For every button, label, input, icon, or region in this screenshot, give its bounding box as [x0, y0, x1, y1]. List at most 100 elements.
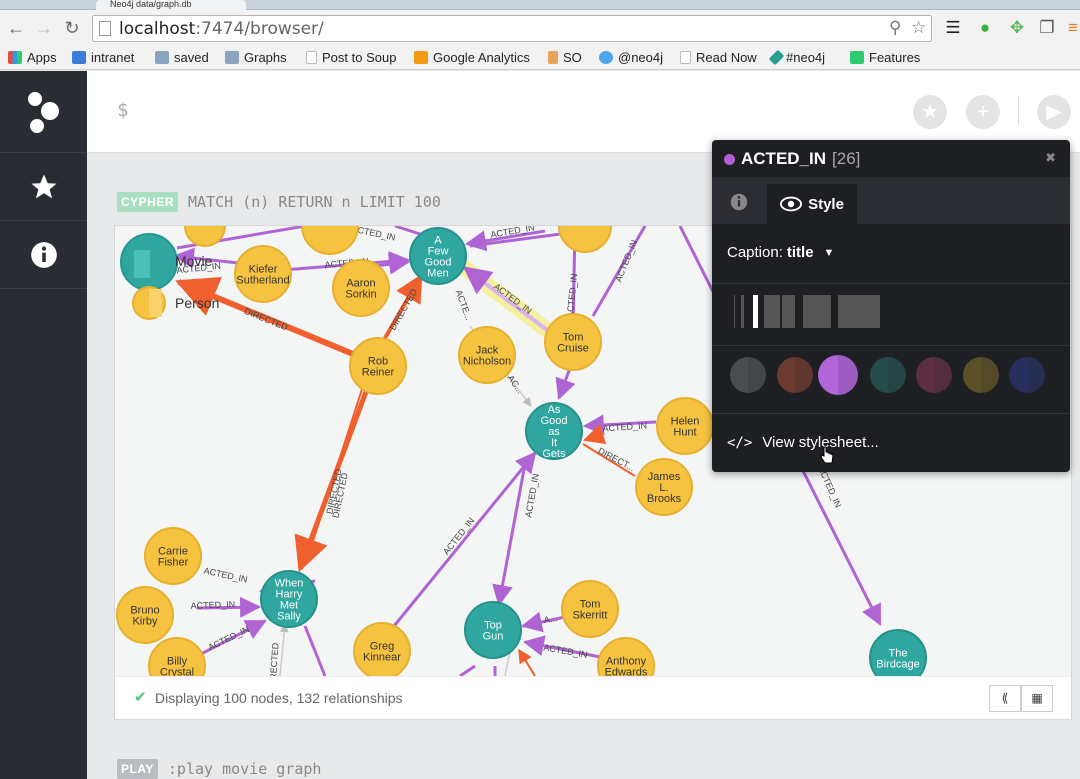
edge-other[interactable]	[279, 623, 289, 676]
node-circle[interactable]	[260, 570, 318, 628]
bookmark-apps[interactable]: Apps	[8, 50, 57, 65]
graph-view-button[interactable]: ⟪	[989, 685, 1021, 712]
graph-svg[interactable]: ACTED_IN ACTED_IN ACTED_IN ACTED_IN ACTE…	[115, 226, 1072, 676]
node-circle[interactable]	[116, 586, 174, 644]
view-stylesheet-link[interactable]: </> View stylesheet...	[727, 434, 879, 451]
edge-directed[interactable]	[383, 273, 423, 340]
node-circle[interactable]	[349, 337, 407, 395]
line-width-option[interactable]	[764, 295, 780, 328]
play-command[interactable]: :play movie graph	[167, 760, 322, 778]
node-circle[interactable]	[148, 637, 206, 676]
layers-extension-icon[interactable]: ☰	[945, 18, 961, 37]
node-circle[interactable]	[597, 637, 655, 676]
person-node[interactable]	[558, 226, 612, 253]
node-circle[interactable]	[544, 313, 602, 371]
edge-acted-in[interactable]	[388, 451, 537, 632]
edge-acted-in[interactable]	[522, 635, 606, 660]
forward-icon[interactable]: →	[35, 18, 53, 38]
edge-directed[interactable]	[304, 385, 364, 567]
caption-selector[interactable]: Caption: title ▼	[727, 244, 834, 261]
edge-acted-in[interactable]	[394, 226, 421, 236]
edge-acted-in[interactable]	[303, 625, 327, 676]
node-circle[interactable]	[869, 629, 927, 676]
color-swatch[interactable]	[1009, 357, 1045, 393]
bookmark-neo4j-twitter[interactable]: @neo4j	[599, 50, 663, 65]
edge-acted-in[interactable]	[492, 463, 527, 607]
edge-directed[interactable]	[518, 648, 536, 676]
favorite-button[interactable]: ★	[913, 95, 947, 129]
line-width-option[interactable]	[838, 295, 880, 328]
edge-acted-in[interactable]	[374, 253, 411, 275]
address-bar[interactable]: localhost:7474/browser/ ⚲ ☆	[92, 15, 932, 42]
color-swatch[interactable]	[818, 355, 858, 395]
color-swatch[interactable]	[962, 357, 999, 393]
bookmark-graphs[interactable]: Graphs	[225, 50, 287, 65]
node-circle[interactable]	[464, 601, 522, 659]
bookmark-read-now[interactable]: Read Now	[680, 50, 757, 65]
run-button[interactable]: ▶	[1037, 95, 1071, 129]
line-width-option[interactable]	[741, 295, 744, 328]
node-circle[interactable]	[561, 580, 619, 638]
person-node[interactable]	[184, 226, 226, 247]
bookmark-post-to-soup[interactable]: Post to Soup	[306, 50, 396, 65]
edge-acted-in[interactable]	[196, 596, 262, 618]
tab-style[interactable]: Style	[767, 184, 857, 224]
bookmark-so[interactable]: SO	[548, 50, 582, 65]
edge-other[interactable]	[504, 650, 511, 676]
color-swatch[interactable]	[869, 357, 906, 393]
edge-acted-in[interactable]	[591, 226, 647, 317]
line-width-option[interactable]	[734, 295, 735, 328]
tab-info[interactable]	[728, 191, 750, 213]
node-circle[interactable]	[234, 245, 292, 303]
edge-acted-in[interactable]	[196, 619, 267, 658]
edge-acted-in[interactable]	[520, 611, 571, 633]
sidebar-favorites[interactable]	[0, 153, 87, 221]
reload-icon[interactable]: ↻	[64, 18, 80, 38]
color-swatch[interactable]	[730, 357, 766, 393]
neo4j-logo[interactable]	[0, 71, 87, 153]
edge-directed[interactable]	[175, 277, 355, 357]
color-swatch[interactable]	[776, 357, 813, 393]
browser-tab[interactable]: Neo4j data/graph.db	[96, 0, 246, 10]
color-swatch[interactable]	[916, 357, 952, 393]
back-icon[interactable]: ←	[7, 18, 25, 38]
edge-acted-in[interactable]	[464, 229, 546, 252]
node-circle[interactable]	[353, 622, 411, 676]
edge-acted-in[interactable]	[459, 664, 476, 676]
menu-icon[interactable]: ≡	[1068, 18, 1078, 37]
person-node[interactable]	[301, 226, 359, 255]
close-icon[interactable]: ✖	[1045, 150, 1056, 165]
extension-icon[interactable]: ✥	[1009, 18, 1025, 37]
edge-directed[interactable]	[583, 424, 607, 444]
cypher-editor[interactable]: $ ★ + ▶	[87, 71, 1080, 153]
zoom-icon[interactable]: ⚲	[889, 18, 902, 37]
line-width-option[interactable]	[753, 295, 758, 328]
bookmark-google-analytics[interactable]: Google Analytics	[414, 50, 530, 65]
node-circle[interactable]	[144, 527, 202, 585]
bookmark-saved[interactable]: saved	[155, 50, 209, 65]
edge-acted-in[interactable]	[555, 367, 576, 400]
node-circle[interactable]	[635, 458, 693, 516]
line-width-option[interactable]	[782, 295, 795, 328]
node-circle[interactable]	[525, 402, 583, 460]
line-width-option[interactable]	[803, 295, 831, 328]
sidebar-info[interactable]	[0, 221, 87, 289]
add-button[interactable]: +	[966, 95, 1000, 129]
bookmark-star-icon[interactable]: ☆	[911, 18, 927, 37]
